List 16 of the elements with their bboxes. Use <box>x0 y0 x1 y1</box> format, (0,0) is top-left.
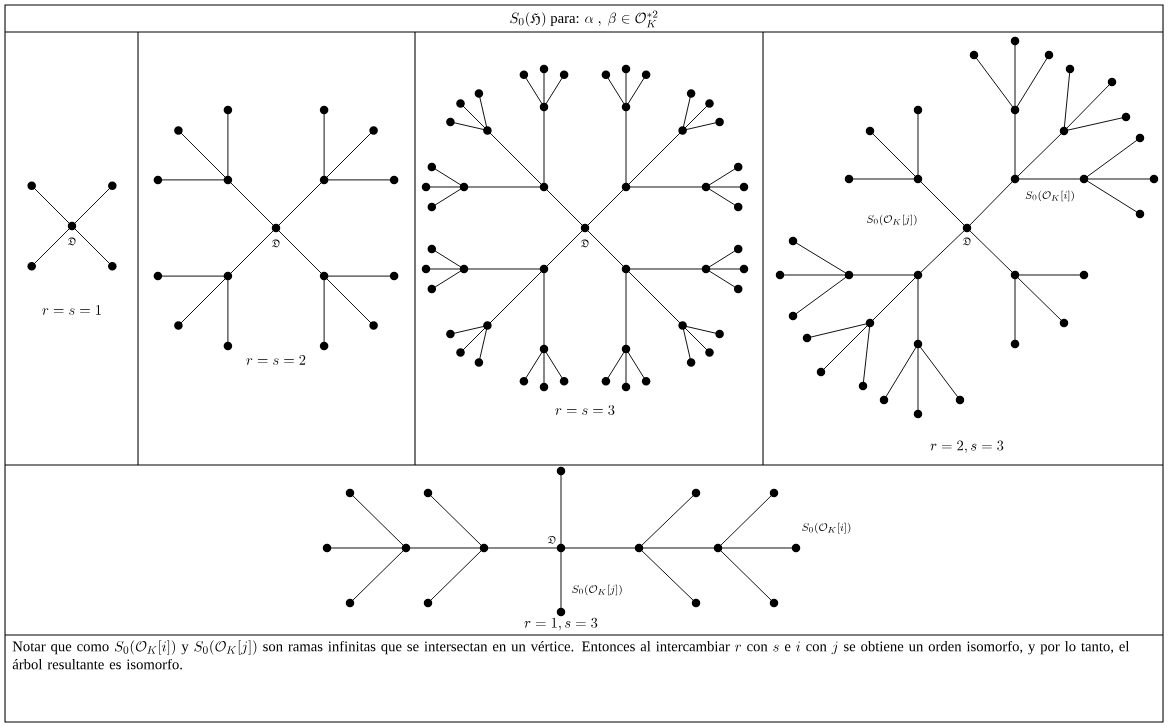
panel-caption: $r=s=2$ <box>246 355 306 365</box>
vertex-label: $\mathfrak{D}$ <box>547 536 556 544</box>
vertex-label: $\mathfrak{D}$ <box>271 239 280 248</box>
panel-caption: $r=s=1$ <box>42 305 101 315</box>
vertex-label: $\mathfrak{D}$ <box>962 237 971 246</box>
caption: $\relax$Notar que como $S_0(\mathcal{O}_K[i])$ y $S_0(\mathcal{O}_K[j])$ son ramas infinitas que se intersectan en un vértice. Entonces al intercambiar $r$ con $s$ e $i$ con $j$ se obtiene un orden isomorfo, y por lo tanto, el árbol resultante es isomorfo.$\relax$ <box>12 640 1130 670</box>
vertex-label: $S_0(\mathcal{O}_K[i])$ <box>802 522 851 534</box>
vertex-label: $S_0(\mathcal{O}_K[j])$ <box>867 214 917 226</box>
panel-caption: $r=1,s=3$ <box>524 617 598 631</box>
panel-caption: $r=s=3$ <box>555 405 615 415</box>
title: $S_0(\mathfrak{H})\ \mbox{para: }\alpha\ ,\ \beta\in\mathcal{O}_K^{*2}$ <box>510 10 658 28</box>
vertex-label: $\mathfrak{D}$ <box>67 237 76 246</box>
vertex-label: $S_0(\mathcal{O}_K[j])$ <box>572 584 622 596</box>
panel-caption: $r=2,s=3$ <box>930 440 1004 454</box>
vertex-label: $S_0(\mathcal{O}_K[i])$ <box>1025 190 1074 202</box>
vertex-label: $\mathfrak{D}$ <box>580 239 589 248</box>
